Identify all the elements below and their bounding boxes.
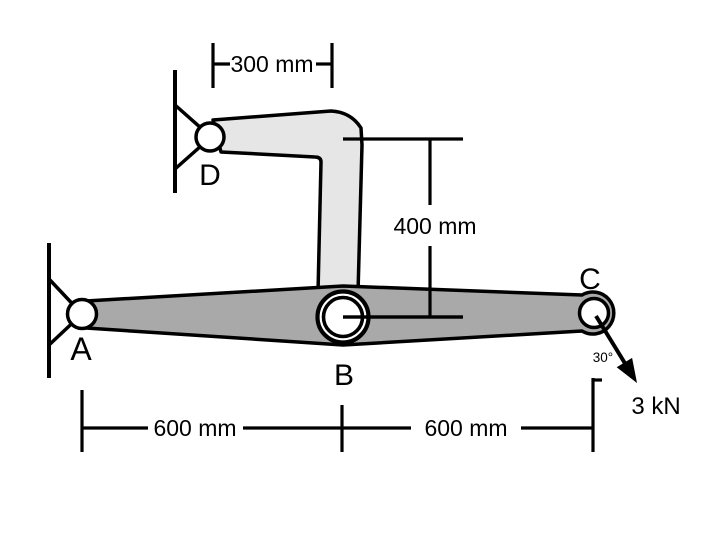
force-arrowhead-icon (616, 357, 637, 383)
force-angle-label: 30° (593, 350, 613, 365)
dim-label-600mm-right: 600 mm (424, 415, 507, 441)
label-joint-d: D (199, 159, 221, 192)
force-magnitude-label: 3 kN (631, 393, 680, 420)
dim-bottom-spans: 600 mm 600 mm (80, 378, 602, 452)
member-db-bent-link (211, 109, 364, 295)
pin-circle-d (194, 121, 226, 153)
dim-label-400mm: 400 mm (393, 213, 476, 239)
pin-circle-c (577, 296, 611, 330)
dim-label-300mm: 300 mm (230, 51, 313, 77)
force-arrow-shaft (594, 314, 628, 367)
force-arrow-3kn: 30° 3 kN (593, 314, 681, 420)
dim-label-600mm-left: 600 mm (153, 415, 236, 441)
label-joint-c: C (579, 263, 601, 296)
pin-circle-a (65, 297, 99, 331)
dim-300mm: 300 mm (211, 43, 334, 88)
label-joint-b: B (334, 359, 354, 392)
label-joint-a: A (70, 331, 92, 367)
